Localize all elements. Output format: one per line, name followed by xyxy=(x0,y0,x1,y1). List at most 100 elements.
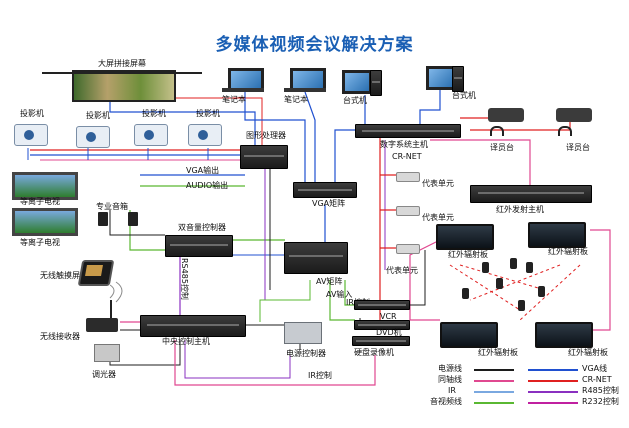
dual-volume-controller xyxy=(165,235,233,257)
ir-receiver-4 xyxy=(496,278,503,289)
desktop-1-monitor xyxy=(342,70,372,94)
pro-speaker-label: 专业音箱 xyxy=(96,202,128,211)
projector-3-lens xyxy=(144,130,154,140)
vga-out-label: VGA输出 xyxy=(186,166,220,175)
translator-1-label: 译员台 xyxy=(490,143,514,152)
dvd-label: DVD机 xyxy=(376,328,402,337)
dimmer-label: 调光器 xyxy=(92,370,116,379)
ir-control-2-label: IR控制 xyxy=(308,371,332,380)
ir-receiver-5 xyxy=(538,286,545,297)
digital-system-host xyxy=(355,124,461,138)
ir-panel-1 xyxy=(436,224,494,250)
central-host-label: 中央控制主机 xyxy=(162,337,210,346)
projector-4-lens xyxy=(198,130,208,140)
legend-crnet-line xyxy=(528,380,578,382)
delegate-unit-1 xyxy=(396,172,420,182)
ir-transmitter-label: 红外发射主机 xyxy=(496,205,544,214)
ir-receiver-1 xyxy=(482,262,489,273)
plasma-tv-2-label: 等离子电视 xyxy=(20,238,60,247)
desktop-1-label: 台式机 xyxy=(343,96,367,105)
translator-headset-1 xyxy=(490,126,504,136)
ir-panel-3 xyxy=(440,322,498,348)
desktop-1-tower xyxy=(370,70,382,96)
projector-2-lens xyxy=(86,132,96,142)
desktop-2-tower xyxy=(452,66,464,92)
projector-1-label: 投影机 xyxy=(20,109,44,118)
crnet-label: CR-NET xyxy=(392,152,422,161)
rep-unit-3-label: 代表单元 xyxy=(386,266,418,275)
legend-coax-label: 同轴线 xyxy=(438,375,462,384)
graphics-processor-label: 图形处理器 xyxy=(246,131,286,140)
legend-crnet-label: CR-NET xyxy=(582,375,612,384)
av-matrix-label: AV矩阵 xyxy=(316,277,343,286)
legend-r232-label: R232控制 xyxy=(582,397,619,406)
legend-av-label: 音视频线 xyxy=(430,397,462,406)
ir-panel-3-label: 红外辐射板 xyxy=(478,348,518,357)
dual-volume-label: 双音量控制器 xyxy=(178,223,226,232)
rep-unit-1-label: 代表单元 xyxy=(422,179,454,188)
central-control-host xyxy=(140,315,246,337)
vga-matrix xyxy=(293,182,357,198)
projector-3-label: 投影机 xyxy=(142,109,166,118)
delegate-unit-2 xyxy=(396,206,420,216)
translator-2-label: 译员台 xyxy=(566,143,590,152)
laptop-1-label: 笔记本 xyxy=(222,95,246,104)
plasma-tv-1 xyxy=(12,172,78,200)
video-wall xyxy=(72,70,176,102)
legend-ir-line xyxy=(474,391,514,393)
plasma-tv-1-label: 等离子电视 xyxy=(20,197,60,206)
ir-receiver-3 xyxy=(526,262,533,273)
ir-receiver-7 xyxy=(518,300,525,311)
page-title: 多媒体视频会议解决方案 xyxy=(215,35,414,55)
vga-matrix-label: VGA矩阵 xyxy=(312,199,346,208)
av-input-label: AV输入 xyxy=(326,290,353,299)
legend-r485-line xyxy=(528,391,578,393)
ir-panel-4 xyxy=(535,322,593,348)
touch-screen-display xyxy=(85,265,103,276)
legend-r485-label: R485控制 xyxy=(582,386,619,395)
legend-vga-line xyxy=(528,369,578,371)
ir-panel-2-label: 红外辐射板 xyxy=(548,247,588,256)
projector-4-label: 投影机 xyxy=(196,109,220,118)
desktop-2-label: 台式机 xyxy=(452,91,476,100)
av-matrix xyxy=(284,242,348,274)
ir-panel-2 xyxy=(528,222,586,248)
rep-unit-2-label: 代表单元 xyxy=(422,213,454,222)
delegate-unit-3 xyxy=(396,244,420,254)
touch-screen-label: 无线触摸屏 xyxy=(40,271,80,280)
vcr-label: VCR xyxy=(380,312,397,321)
digital-host-label: 数字系统主机 xyxy=(380,140,428,149)
projector-1-lens xyxy=(24,130,34,140)
legend-coax-line xyxy=(474,380,514,382)
dimmer xyxy=(94,344,120,362)
video-wall-label: 大屏拼接屏幕 xyxy=(98,59,146,68)
ir-receiver-2 xyxy=(510,258,517,269)
power-controller-label: 电源控制器 xyxy=(286,349,326,358)
legend-vga-label: VGA线 xyxy=(582,364,608,373)
laptop-2-base xyxy=(284,88,326,92)
legend-ir-label: IR xyxy=(448,386,456,395)
rs485-label: RS485控制 xyxy=(180,258,189,300)
video-wall-stand xyxy=(42,72,202,74)
legend-av-line xyxy=(474,402,514,404)
hdd-recorder-label: 硬盘录像机 xyxy=(354,348,394,357)
ir-panel-4-label: 红外辐射板 xyxy=(568,348,608,357)
ir-receiver-6 xyxy=(462,288,469,299)
projector-2-label: 投影机 xyxy=(86,111,110,120)
laptop-2-label: 笔记本 xyxy=(284,95,308,104)
plasma-tv-2 xyxy=(12,208,78,236)
power-controller xyxy=(284,322,322,344)
audio-out-label: AUDIO输出 xyxy=(186,181,229,190)
legend-r232-line xyxy=(528,402,578,404)
ir-panel-1-label: 红外辐射板 xyxy=(448,250,488,259)
speaker-left xyxy=(98,212,108,226)
dvd-player xyxy=(354,320,410,330)
receiver-antenna xyxy=(110,300,112,318)
translator-desk-1 xyxy=(488,108,524,122)
legend-power-line xyxy=(474,369,514,371)
ir-transmitter-host xyxy=(470,185,592,203)
speaker-right xyxy=(128,212,138,226)
wireless-rx-label: 无线接收器 xyxy=(40,332,80,341)
vcr xyxy=(354,300,410,310)
legend-power-label: 电源线 xyxy=(438,364,462,373)
